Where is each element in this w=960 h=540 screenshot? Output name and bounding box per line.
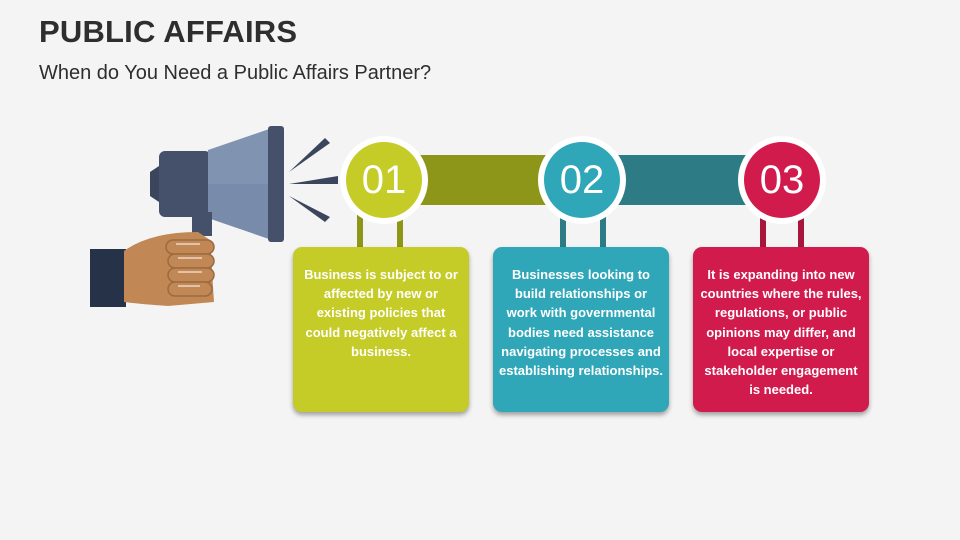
step-circle-01 bbox=[340, 136, 428, 224]
step-card-03-text: It is expanding into new countries where… bbox=[700, 267, 862, 398]
connector-bar-2-3 bbox=[615, 155, 750, 205]
step-card-02-text: Businesses looking to build relationship… bbox=[499, 267, 663, 379]
step-card-01-text: Business is subject to or affected by ne… bbox=[304, 267, 458, 359]
step-number-02: 02 bbox=[559, 158, 605, 202]
step-circle-02 bbox=[538, 136, 626, 224]
sound-waves-icon bbox=[289, 138, 338, 222]
step-card-01: Business is subject to or affected by ne… bbox=[293, 247, 469, 412]
step-circle-03 bbox=[738, 136, 826, 224]
step-number-01: 01 bbox=[361, 158, 407, 202]
page-subtitle: When do You Need a Public Affairs Partne… bbox=[39, 62, 432, 84]
step-card-03: It is expanding into new countries where… bbox=[693, 247, 869, 412]
connector-bar-1-2 bbox=[420, 155, 550, 205]
hand-icon bbox=[90, 232, 215, 307]
megaphone-icon bbox=[150, 126, 284, 242]
step-number-03: 03 bbox=[759, 158, 805, 202]
page-title: PUBLIC AFFAIRS bbox=[39, 14, 298, 49]
step-card-02: Businesses looking to build relationship… bbox=[493, 247, 669, 412]
